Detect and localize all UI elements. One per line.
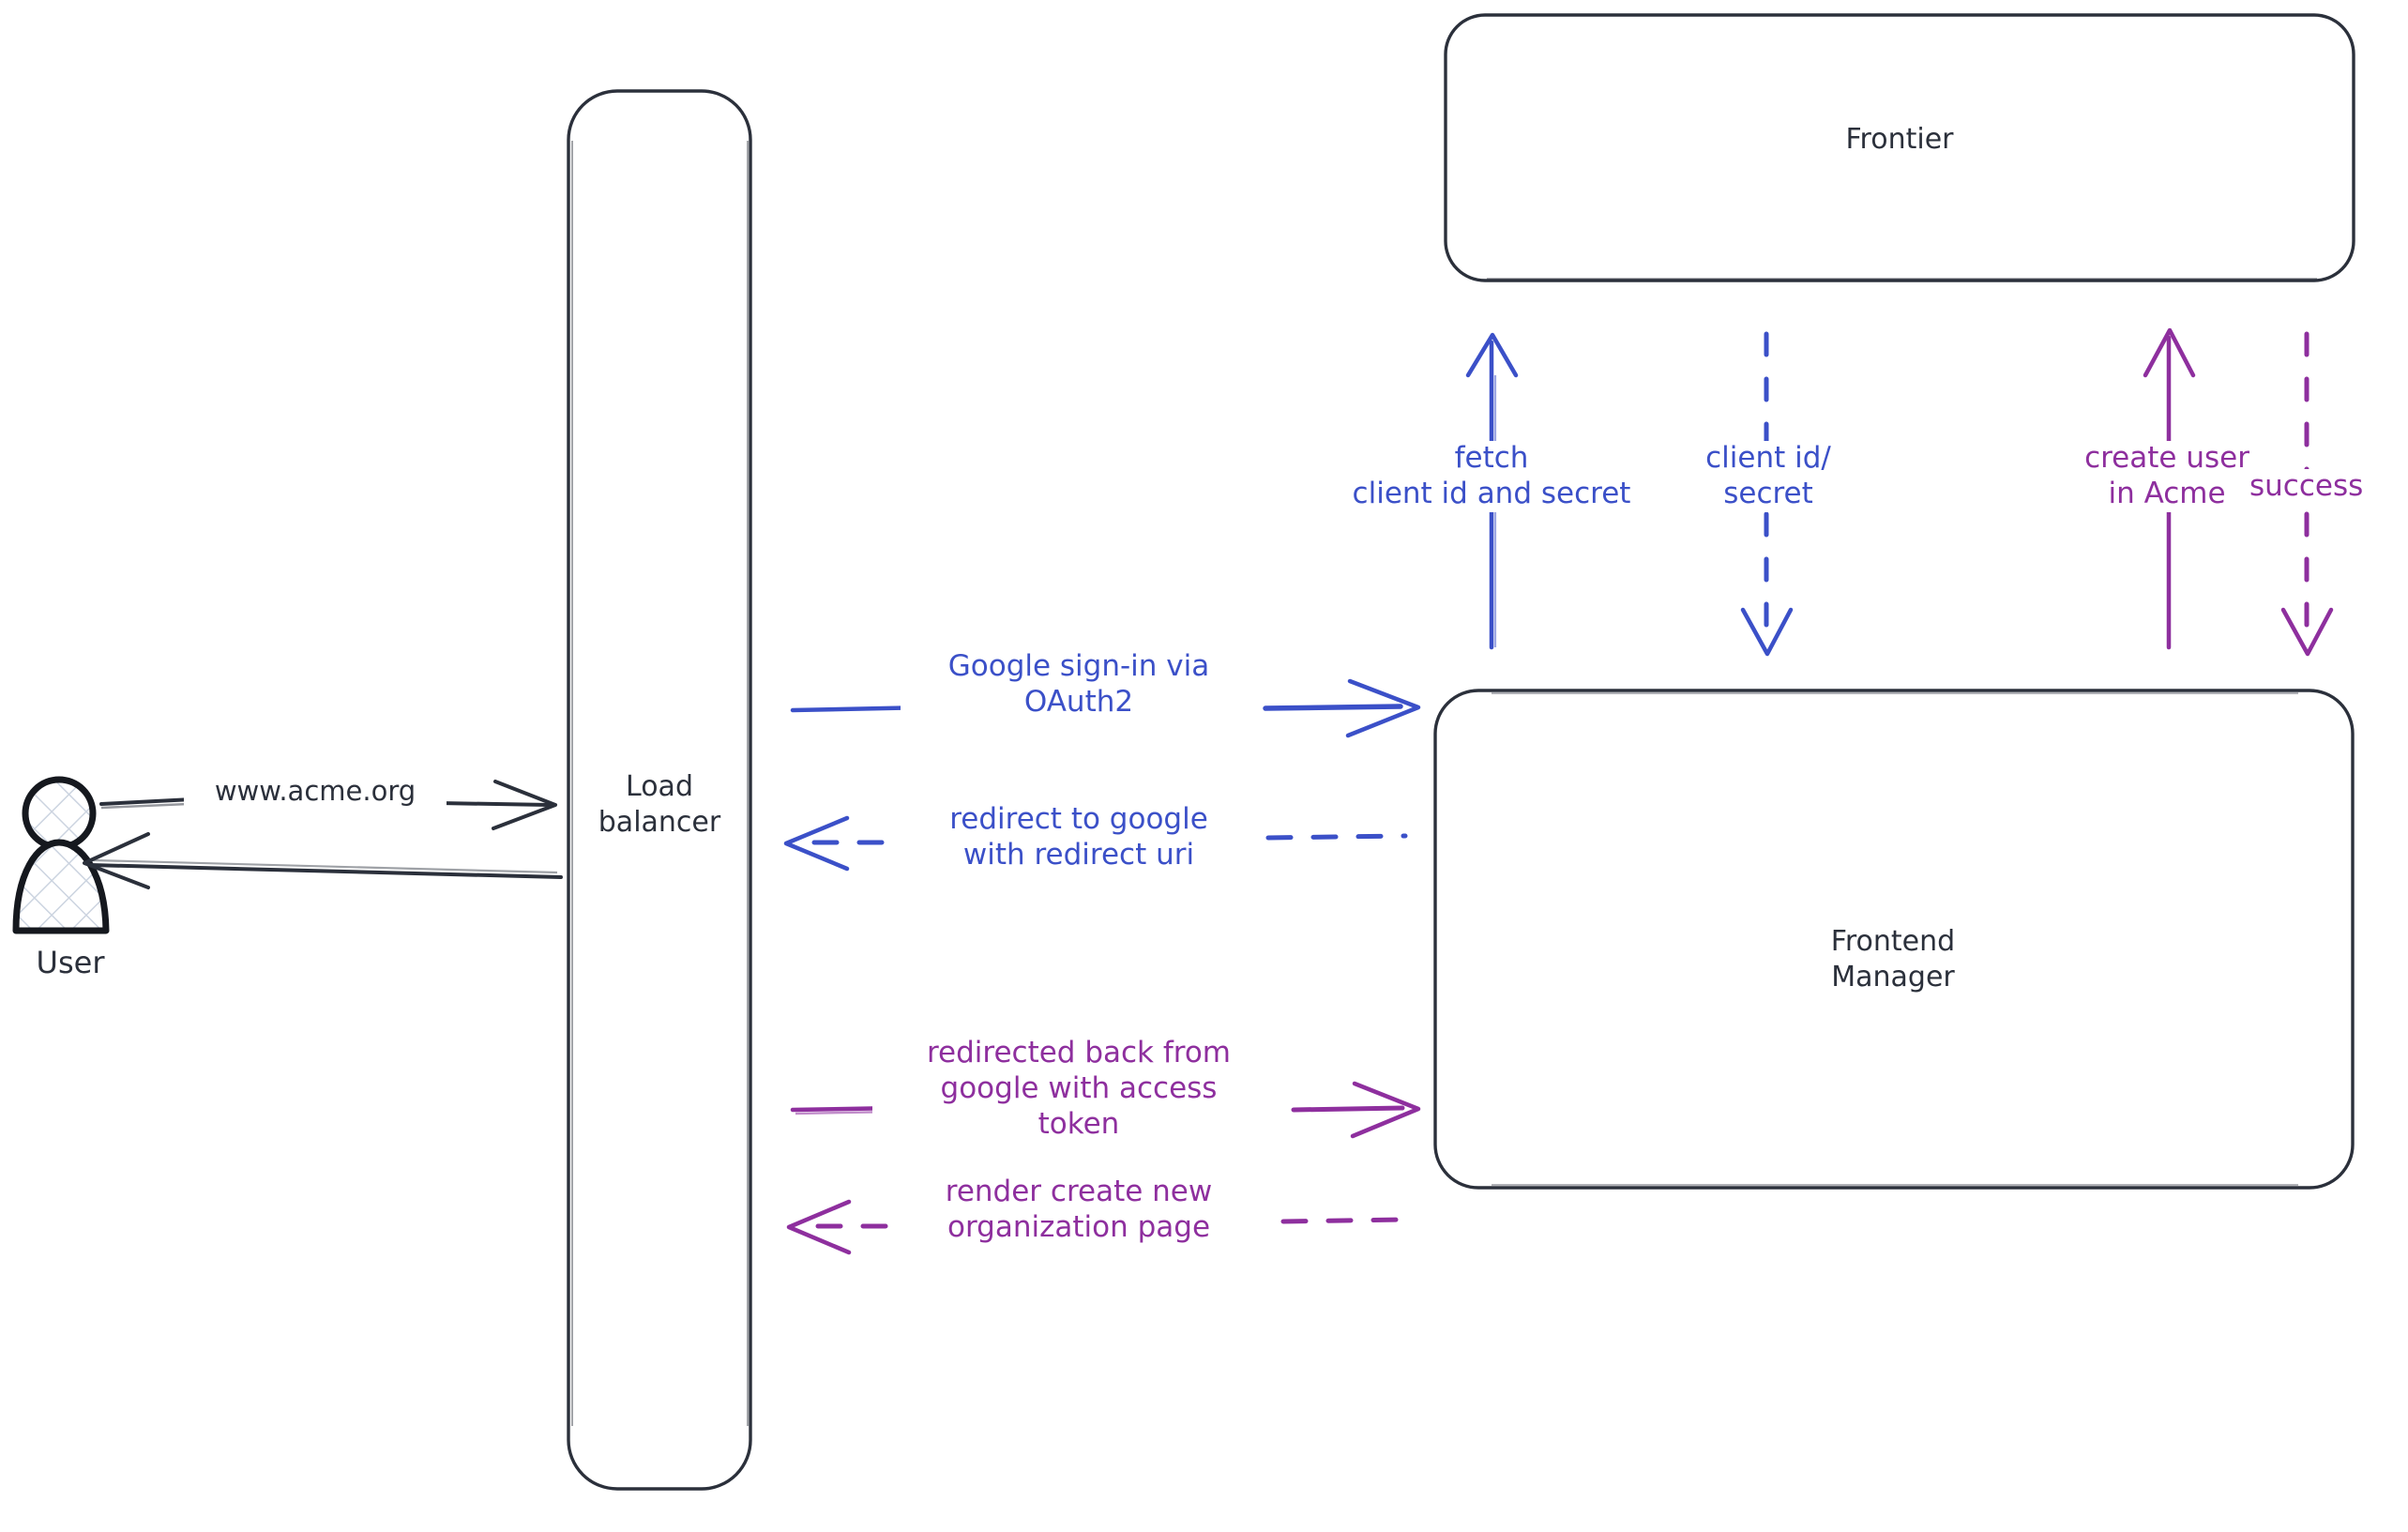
user-body-icon <box>12 839 110 934</box>
load-balancer-shape <box>567 89 752 1491</box>
edge-fm-to-frontier-createuser[interactable] <box>2143 327 2196 650</box>
edge-frontier-to-fm-success[interactable] <box>2280 331 2334 657</box>
edge-fm-to-frontier-fetch[interactable] <box>1465 332 1519 650</box>
arrowhead-left-icon <box>786 1199 852 1255</box>
arrowhead-right-icon <box>1345 678 1421 738</box>
arrowhead-up-icon <box>1465 332 1519 378</box>
frontier-shape <box>1444 13 2355 282</box>
arrowhead-right-icon <box>492 780 557 830</box>
arrowhead-left-icon <box>83 832 150 889</box>
edge-user-to-lb[interactable] <box>99 780 557 830</box>
edge-lb-to-fm-signin[interactable] <box>790 678 1421 738</box>
arrowhead-up-icon <box>2143 327 2196 378</box>
user-head-icon <box>22 776 97 851</box>
node-load-balancer[interactable] <box>567 89 752 1491</box>
edge-lb-to-user[interactable] <box>83 832 563 889</box>
edge-fm-to-lb-redirect[interactable] <box>783 815 1408 872</box>
edge-lb-to-fm-token[interactable] <box>790 1081 1421 1139</box>
edge-frontier-to-fm-clientid[interactable] <box>1740 331 1794 657</box>
edge-fm-to-lb-render[interactable] <box>786 1199 1408 1255</box>
arrowhead-down-icon <box>1740 607 1794 657</box>
node-user[interactable] <box>12 776 110 934</box>
frontend-manager-shape <box>1433 689 2355 1190</box>
arrowhead-left-icon <box>783 815 850 872</box>
arrowhead-right-icon <box>1350 1081 1421 1139</box>
node-frontier[interactable] <box>1444 13 2355 282</box>
arrowhead-down-icon <box>2280 607 2334 657</box>
node-frontend-manager[interactable] <box>1433 689 2355 1190</box>
